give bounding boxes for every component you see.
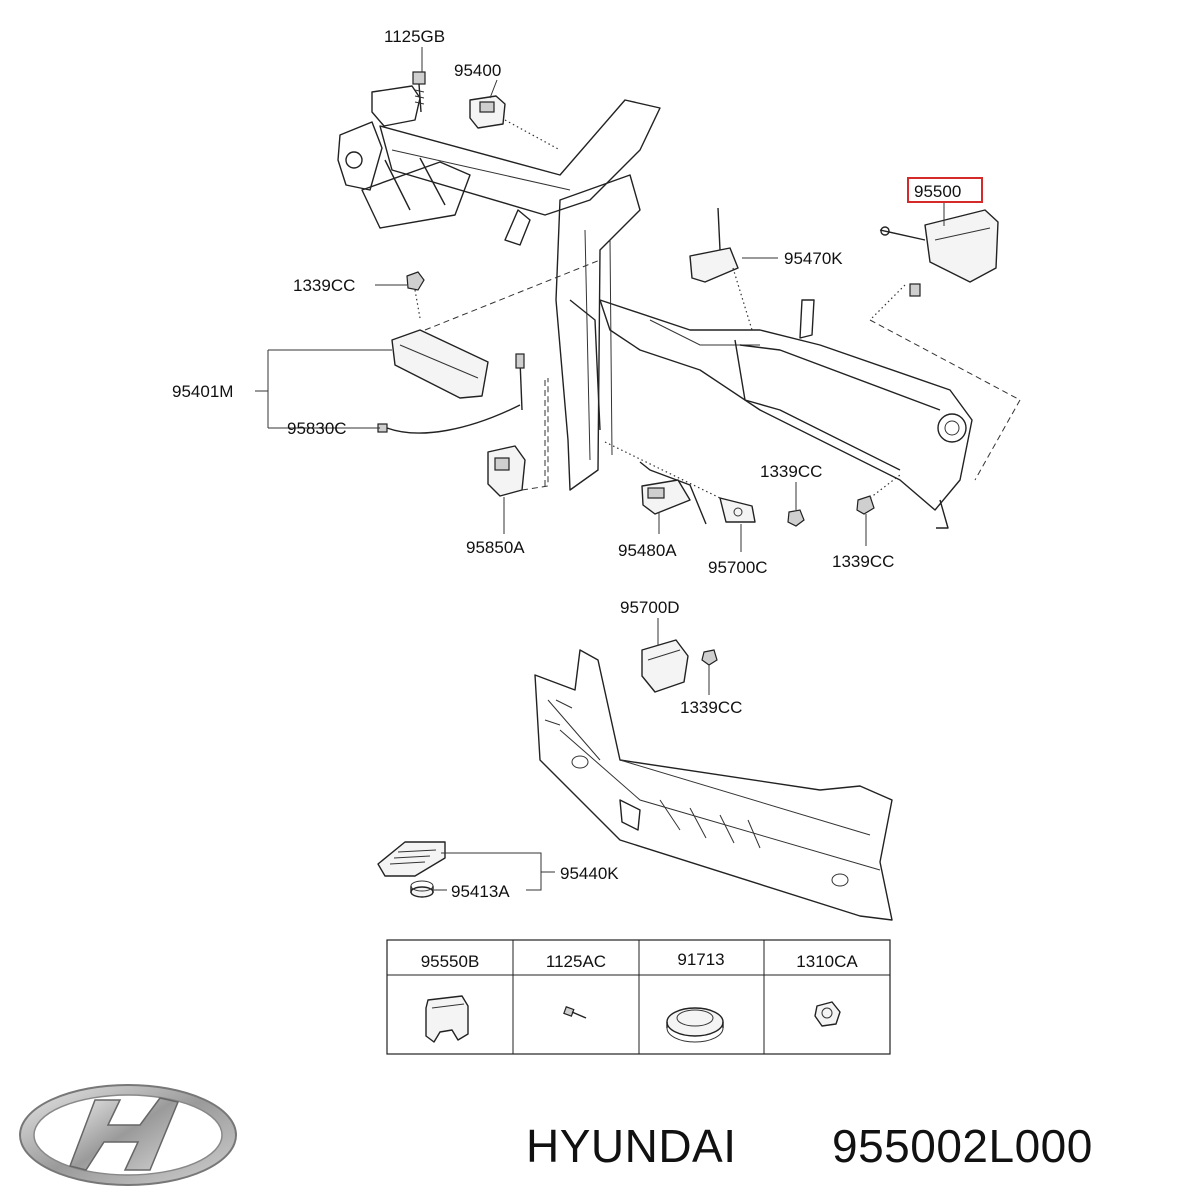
module-95700c-icon bbox=[604, 441, 756, 523]
callout-95400: 95400 bbox=[454, 61, 501, 80]
module-95400-icon bbox=[469, 95, 561, 151]
callout-95700c: 95700C bbox=[708, 558, 768, 577]
callout-1339cc-a: 1339CC bbox=[293, 276, 355, 295]
table-header-cell: 95550B bbox=[421, 952, 480, 971]
table-header-cell: 1125AC bbox=[546, 952, 606, 971]
nut-1310ca-icon bbox=[814, 1001, 841, 1027]
highlight-box bbox=[907, 177, 983, 203]
cap-95413a-icon bbox=[410, 880, 434, 898]
callout-1339cc-b: 1339CC bbox=[760, 462, 822, 481]
cowl-cross-member bbox=[337, 85, 1021, 529]
nut-1339cc-a-icon bbox=[406, 271, 425, 319]
callout-95850a: 95850A bbox=[466, 538, 525, 557]
module-95500-icon bbox=[879, 209, 999, 297]
callout-1339cc-d: 1339CC bbox=[680, 698, 742, 717]
hyundai-logo-icon bbox=[19, 1084, 237, 1186]
callout-95413a: 95413A bbox=[451, 882, 510, 901]
callout-95470k: 95470K bbox=[784, 249, 843, 268]
key-fob-95440k-icon bbox=[377, 841, 446, 877]
clip-95550b-icon bbox=[425, 995, 469, 1043]
callout-95700d: 95700D bbox=[620, 598, 680, 617]
nut-1339cc-d-icon bbox=[701, 649, 718, 666]
rear-panel bbox=[534, 649, 893, 921]
screw-1125ac-icon bbox=[563, 1006, 587, 1019]
callout-95830c: 95830C bbox=[287, 419, 347, 438]
callout-95440k: 95440K bbox=[560, 864, 619, 883]
part-number: 955002L000 bbox=[832, 1120, 1093, 1172]
sensor-95470k-icon bbox=[689, 207, 753, 331]
callout-95401m: 95401M bbox=[172, 382, 233, 401]
brand-name: HYUNDAI bbox=[526, 1120, 737, 1172]
module-95700d-icon bbox=[641, 639, 689, 693]
nut-1339cc-c-icon bbox=[856, 474, 901, 515]
bolt-1125gb-icon bbox=[412, 71, 426, 113]
grommet-91713-icon bbox=[666, 1007, 724, 1043]
callout-95500: 95500 bbox=[914, 182, 961, 201]
parts-table: 95550B 1125AC 91713 1310CA bbox=[386, 939, 891, 1055]
table-header-cell: 1310CA bbox=[796, 952, 858, 971]
callout-95480a: 95480A bbox=[618, 541, 677, 560]
leader-lines bbox=[255, 47, 945, 891]
sensor-95480a-icon bbox=[639, 461, 707, 525]
callout-1125gb: 1125GB bbox=[384, 27, 445, 46]
module-95850a-icon bbox=[487, 378, 549, 497]
module-95401m-icon bbox=[391, 259, 601, 399]
nut-1339cc-b-icon bbox=[787, 509, 805, 527]
callout-1339cc-c: 1339CC bbox=[832, 552, 894, 571]
table-header-cell: 91713 bbox=[677, 950, 724, 969]
